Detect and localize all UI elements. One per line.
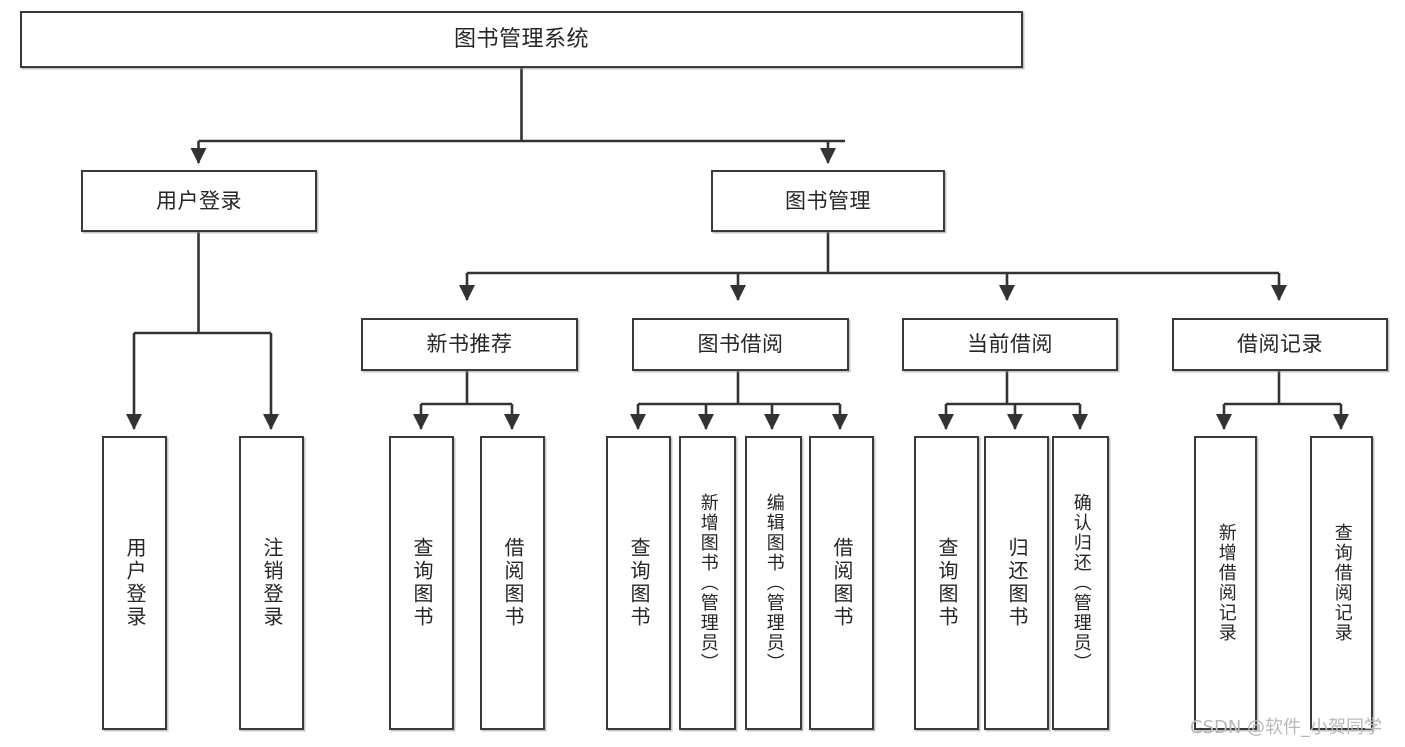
- node-borrow-record[interactable]: 借阅记录: [1172, 318, 1388, 371]
- csdn-watermark: CSDN @软件_小贺同学: [1190, 717, 1383, 738]
- node-leaf-logout-label: 注销登录: [260, 537, 284, 629]
- node-leaf-add-book[interactable]: 新增图书（管理员）: [679, 436, 736, 730]
- node-book-manage[interactable]: 图书管理: [711, 170, 945, 232]
- node-leaf-confirm-return[interactable]: 确认归还（管理员）: [1052, 436, 1109, 730]
- node-leaf-return-book-label: 归还图书: [1005, 537, 1029, 629]
- node-leaf-query-record[interactable]: 查询借阅记录: [1310, 436, 1373, 730]
- node-root-label: 图书管理系统: [453, 26, 589, 52]
- node-root[interactable]: 图书管理系统: [20, 11, 1023, 68]
- node-user-login[interactable]: 用户登录: [81, 170, 317, 232]
- node-leaf-borrow-book-1-label: 借阅图书: [501, 537, 525, 629]
- node-leaf-query-book-3-label: 查询图书: [935, 537, 959, 629]
- node-leaf-query-book-2[interactable]: 查询图书: [606, 436, 671, 730]
- node-leaf-borrow-book-2-label: 借阅图书: [830, 537, 854, 629]
- node-leaf-query-book-3[interactable]: 查询图书: [914, 436, 979, 730]
- node-leaf-edit-book-label: 编辑图书（管理员）: [763, 493, 785, 673]
- node-leaf-add-record[interactable]: 新增借阅记录: [1194, 436, 1257, 730]
- node-leaf-add-book-label: 新增图书（管理员）: [697, 493, 719, 673]
- node-leaf-query-record-label: 查询借阅记录: [1331, 523, 1353, 643]
- node-new-book-rec[interactable]: 新书推荐: [361, 318, 578, 371]
- node-current-borrow-label: 当前借阅: [967, 332, 1053, 357]
- node-leaf-user-login[interactable]: 用户登录: [102, 436, 167, 730]
- node-user-login-label: 用户登录: [156, 188, 242, 213]
- node-leaf-add-record-label: 新增借阅记录: [1215, 523, 1237, 643]
- node-borrow-record-label: 借阅记录: [1237, 332, 1323, 357]
- node-new-book-rec-label: 新书推荐: [426, 332, 513, 357]
- node-leaf-user-login-label: 用户登录: [123, 537, 147, 629]
- node-leaf-query-book-1[interactable]: 查询图书: [389, 436, 454, 730]
- node-book-manage-label: 图书管理: [785, 188, 871, 213]
- node-book-borrow-label: 图书借阅: [697, 332, 784, 357]
- node-leaf-borrow-book-2[interactable]: 借阅图书: [809, 436, 874, 730]
- node-leaf-query-book-1-label: 查询图书: [410, 537, 434, 629]
- node-leaf-query-book-2-label: 查询图书: [627, 537, 651, 629]
- node-current-borrow[interactable]: 当前借阅: [902, 318, 1118, 371]
- node-leaf-edit-book[interactable]: 编辑图书（管理员）: [745, 436, 802, 730]
- node-leaf-logout[interactable]: 注销登录: [239, 436, 304, 730]
- node-leaf-return-book[interactable]: 归还图书: [984, 436, 1049, 730]
- node-leaf-confirm-return-label: 确认归还（管理员）: [1070, 493, 1092, 673]
- node-leaf-borrow-book-1[interactable]: 借阅图书: [480, 436, 545, 730]
- node-book-borrow[interactable]: 图书借阅: [632, 318, 849, 371]
